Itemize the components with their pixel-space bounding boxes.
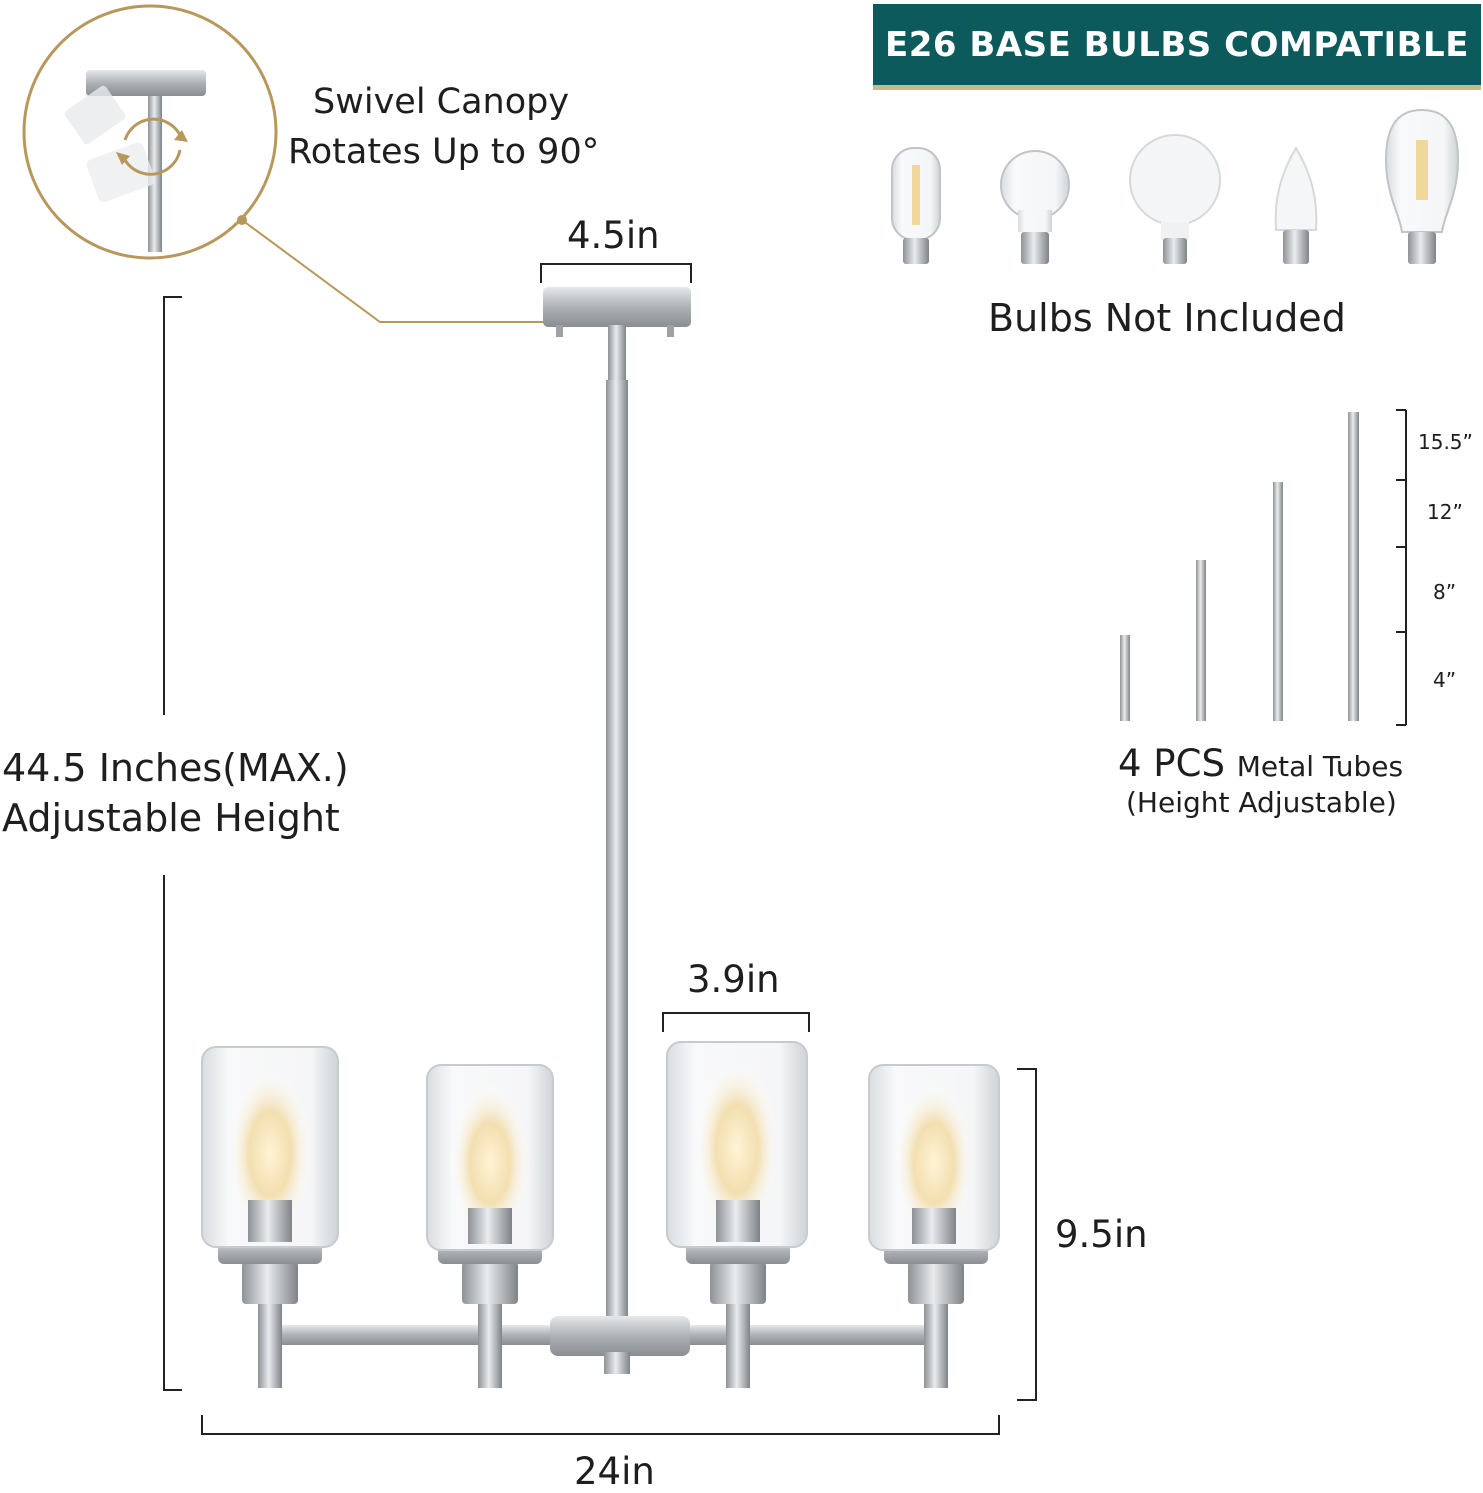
tubes-count-big: 4 PCS	[1118, 742, 1225, 785]
tube-length-label: 15.5”	[1418, 430, 1473, 454]
bulb-candle-icon	[1274, 146, 1318, 264]
tubes-count-small: Metal Tubes	[1236, 750, 1404, 783]
swivel-title: Swivel Canopy	[313, 82, 570, 122]
bulbs-note: Bulbs Not Included	[988, 296, 1346, 340]
downrod	[606, 380, 628, 1370]
tube-length-label: 4”	[1433, 668, 1457, 692]
bulb-st64-icon	[1384, 108, 1460, 264]
swivel-subtitle: Rotates Up to 90°	[288, 132, 600, 172]
tubes-subtitle: (Height Adjustable)	[1126, 786, 1397, 819]
fixture-width-bracket	[201, 1415, 1000, 1435]
height-label-line2: Adjustable Height	[2, 796, 340, 840]
tube-length-bracket	[1396, 409, 1407, 726]
bulb-tubular-icon	[891, 147, 941, 264]
swivel-canopy-detail	[22, 4, 278, 260]
canopy-width-label: 4.5in	[567, 214, 660, 257]
canopy-width-bracket	[540, 263, 692, 283]
tube-length-label: 12”	[1427, 500, 1463, 524]
shade-width-bracket	[662, 1012, 810, 1032]
shade-width-label: 3.9in	[687, 958, 780, 1001]
lamp-1	[201, 1046, 339, 1388]
fixture-height-bracket	[1017, 1068, 1037, 1401]
fixture-width-label: 24in	[574, 1450, 655, 1493]
lamp-2	[426, 1064, 554, 1388]
height-bracket	[163, 296, 182, 1391]
metal-tubes	[1120, 412, 1359, 721]
lamp-4	[868, 1064, 1000, 1388]
height-label-line1: 44.5 Inches(MAX.)	[2, 746, 349, 790]
compatibility-banner: E26 BASE BULBS COMPATIBLE	[873, 4, 1481, 90]
banner-title: E26 BASE BULBS COMPATIBLE	[885, 24, 1469, 65]
bulb-globe-icon	[1129, 134, 1221, 264]
tubes-count-label: 4 PCS Metal Tubes	[1118, 742, 1403, 785]
fixture-height-label: 9.5in	[1055, 1213, 1148, 1256]
lamp-3	[666, 1041, 808, 1388]
ceiling-canopy	[543, 287, 691, 385]
swivel-leader-line	[241, 219, 565, 323]
bulb-a19-icon	[1000, 150, 1070, 264]
tube-length-label: 8”	[1433, 580, 1457, 604]
fixture-arms	[280, 1316, 930, 1374]
